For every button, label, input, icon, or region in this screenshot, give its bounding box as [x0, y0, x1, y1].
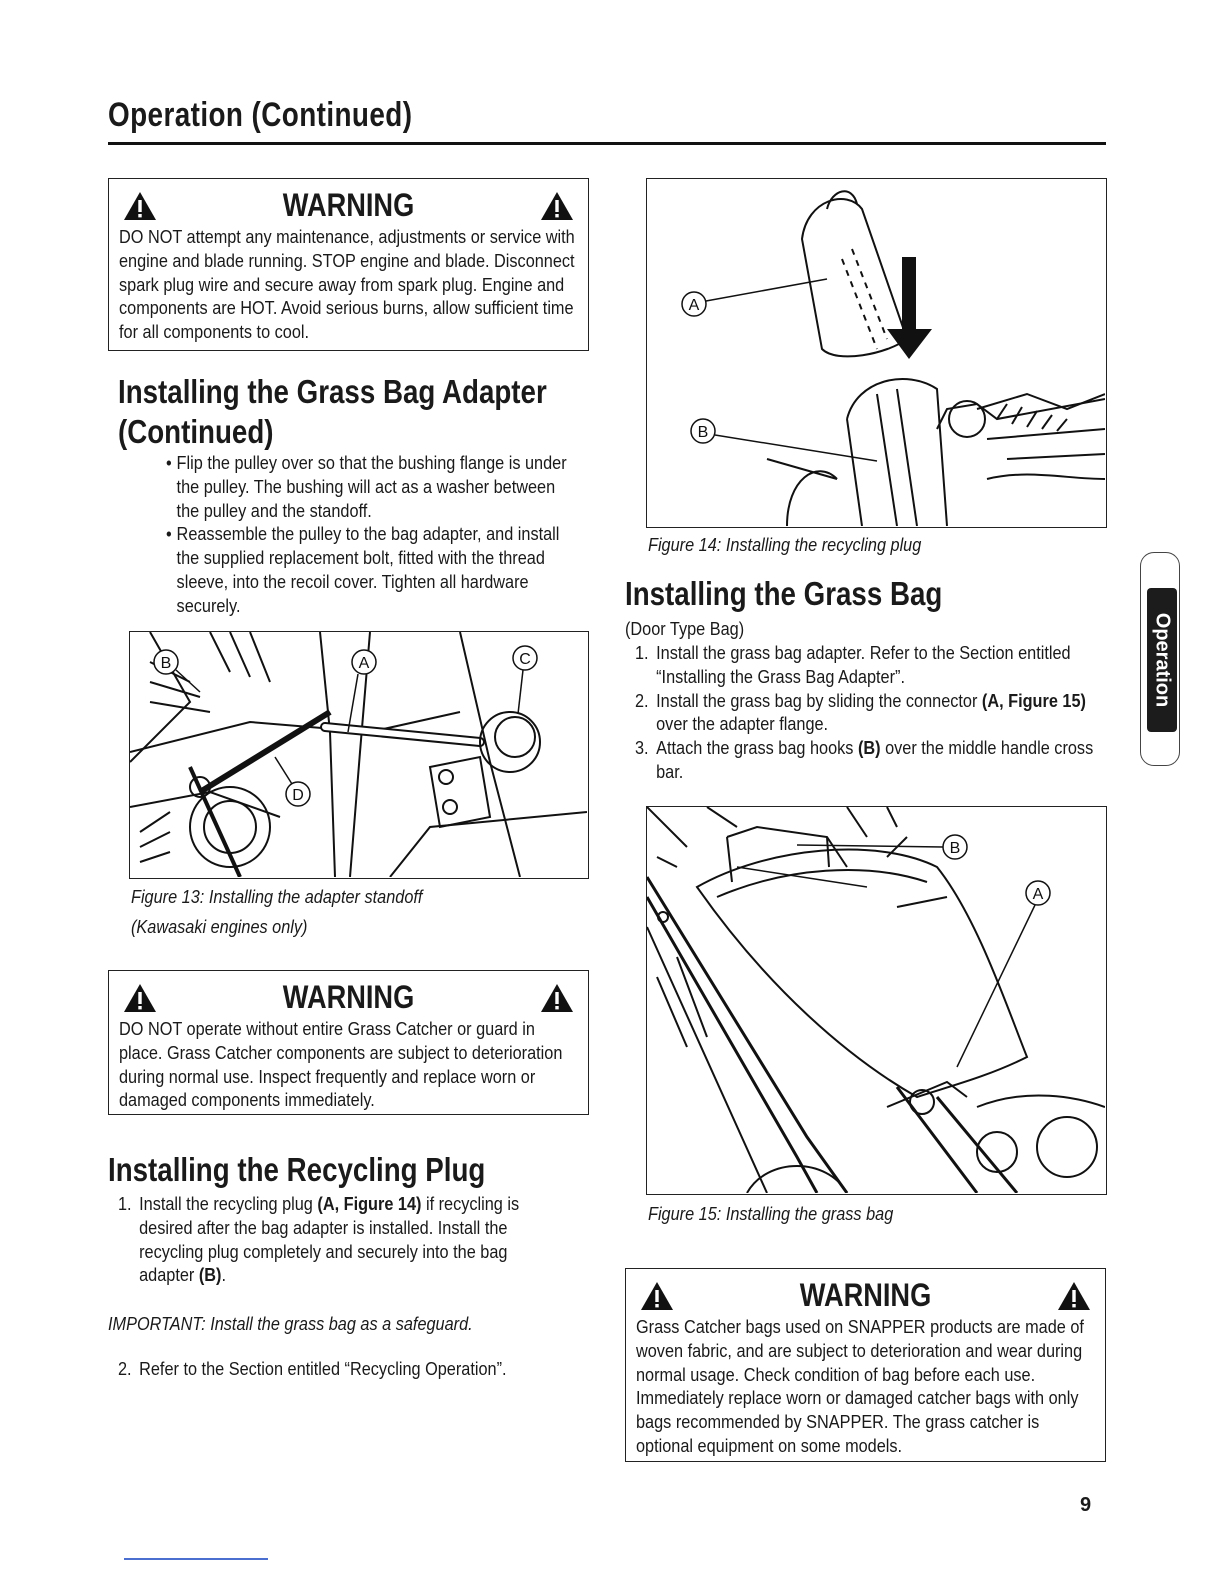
- list-item: 3. Attach the grass bag hooks (B) over t…: [635, 736, 1104, 784]
- list-item: 2. Refer to the Section entitled “Recycl…: [118, 1357, 552, 1381]
- step-number: 2.: [118, 1358, 132, 1379]
- warning-triangle-icon: [641, 1282, 673, 1310]
- callout-label-a: A: [689, 297, 700, 314]
- step-text: over the middle handle cross bar.: [656, 737, 1094, 782]
- step-number: 2.: [635, 689, 649, 711]
- warning-text: Grass Catcher bags used on SNAPPER produ…: [636, 1316, 1084, 1456]
- step-text: Install the grass bag by sliding the con…: [656, 689, 982, 711]
- section-tab: [1147, 588, 1177, 732]
- warning-title: WARNING: [282, 187, 415, 223]
- warning-triangle-icon: [1058, 1282, 1090, 1310]
- adapter-bullets: Flip the pulley over so that the bushing…: [166, 451, 575, 618]
- section-title-line1: Installing the Grass Bag Adapter: [118, 373, 547, 410]
- figure-reference: (A, Figure 15): [981, 689, 1086, 711]
- grass-bag-steps: 1. Install the grass bag adapter. Refer …: [635, 641, 1104, 784]
- step-text: Attach the grass bag hooks: [656, 737, 858, 759]
- callout-label-b: B: [161, 655, 172, 672]
- footer-link-underline[interactable]: [124, 1558, 268, 1560]
- figure-13-caption: Figure 13: Installing the adapter stando…: [131, 882, 422, 942]
- caption-line: (Kawasaki engines only): [131, 916, 308, 937]
- warning-triangle-icon: [124, 984, 156, 1012]
- figure-reference: (A, Figure 14): [317, 1193, 422, 1214]
- step-text: .: [221, 1264, 226, 1286]
- warning-triangle-icon: [541, 192, 573, 220]
- list-item: 1. Install the recycling plug (A, Figure…: [118, 1192, 552, 1287]
- warning-triangle-icon: [541, 984, 573, 1012]
- step-number: 3.: [635, 737, 649, 759]
- warning-title: WARNING: [282, 979, 415, 1015]
- figure-13-image: B A C D: [129, 631, 589, 879]
- callout-label-a: A: [359, 655, 370, 672]
- callout-label-c: C: [519, 651, 531, 668]
- list-item: 2. Install the grass bag by sliding the …: [635, 689, 1104, 737]
- figure-14-caption: Figure 14: Installing the recycling plug: [648, 534, 922, 555]
- figure-15-caption: Figure 15: Installing the grass bag: [648, 1203, 894, 1224]
- warning-triangle-icon: [124, 192, 156, 220]
- important-note: IMPORTANT: Install the grass bag as a sa…: [108, 1313, 473, 1334]
- step-text: Install the grass bag adapter. Refer to …: [656, 642, 1071, 687]
- step-text: Install the recycling plug: [139, 1193, 318, 1214]
- figure-14-image: A B: [646, 178, 1107, 528]
- warning-box-maintenance: WARNING DO NOT attempt any maintenance, …: [108, 178, 589, 351]
- step-text: if recycling is desired after the bag ad…: [139, 1193, 520, 1286]
- list-item: 1. Install the grass bag adapter. Refer …: [635, 641, 1104, 689]
- section-tab-outline: [1140, 552, 1180, 766]
- caption-line: Figure 13: Installing the adapter stando…: [131, 886, 423, 907]
- callout-label-a: A: [1033, 886, 1044, 903]
- page-number: 9: [1080, 1494, 1092, 1516]
- bullet-item: Flip the pulley over so that the bushing…: [166, 451, 575, 522]
- title-rule: [108, 142, 1106, 145]
- callout-label-b: B: [698, 424, 709, 441]
- bullet-item: Reassemble the pulley to the bag adapter…: [166, 522, 575, 617]
- figure-reference: (B): [857, 737, 881, 759]
- page-title: Operation (Continued): [108, 96, 413, 134]
- step-text: Refer to the Section entitled “Recycling…: [139, 1358, 507, 1379]
- step-text: over the adapter flange.: [656, 713, 829, 735]
- warning-header: WARNING: [119, 185, 578, 225]
- warning-text: DO NOT attempt any maintenance, adjustme…: [119, 226, 575, 343]
- callout-label-b: B: [950, 840, 961, 857]
- figure-15-image: B A: [646, 806, 1107, 1195]
- callout-label-d: D: [292, 787, 304, 804]
- step-number: 1.: [635, 642, 649, 663]
- section-title-recycling: Installing the Recycling Plug: [108, 1151, 486, 1188]
- grass-bag-subtitle: (Door Type Bag): [625, 618, 745, 639]
- section-title-line2: (Continued): [118, 413, 274, 450]
- warning-box-bags: WARNING Grass Catcher bags used on SNAPP…: [625, 1268, 1106, 1462]
- warning-box-grass-catcher: WARNING DO NOT operate without entire Gr…: [108, 970, 589, 1115]
- figure-reference: (B): [198, 1264, 222, 1286]
- warning-header: WARNING: [119, 977, 578, 1017]
- warning-text: DO NOT operate without entire Grass Catc…: [119, 1018, 563, 1111]
- recycling-steps: 1. Install the recycling plug (A, Figure…: [118, 1192, 552, 1287]
- recycling-step-2: 2. Refer to the Section entitled “Recycl…: [118, 1357, 552, 1381]
- warning-title: WARNING: [799, 1277, 932, 1313]
- section-title-grass-bag: Installing the Grass Bag: [625, 575, 943, 612]
- section-tab-label: Operation: [1151, 612, 1174, 708]
- warning-header: WARNING: [636, 1275, 1095, 1315]
- step-number: 1.: [118, 1193, 132, 1214]
- section-title-adapter: Installing the Grass Bag Adapter (Contin…: [118, 372, 547, 452]
